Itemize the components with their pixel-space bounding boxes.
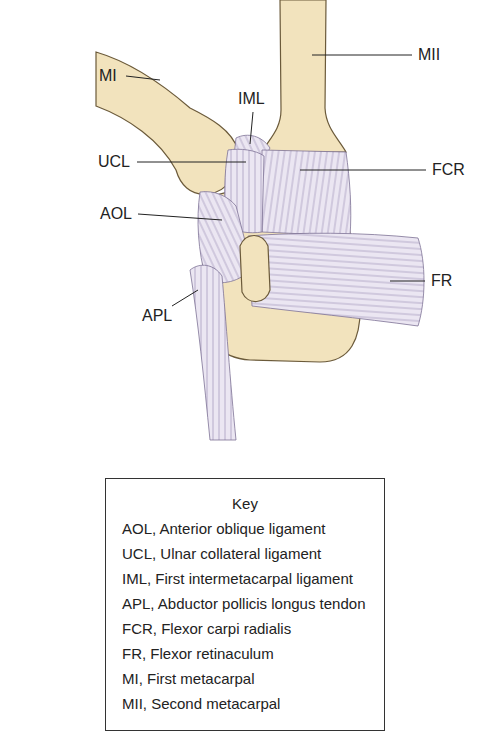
leader-line bbox=[126, 76, 160, 80]
key-entry: UCL, Ulnar collateral ligament bbox=[122, 541, 368, 566]
key-entry: FR, Flexor retinaculum bbox=[122, 641, 368, 666]
part-label: APL bbox=[142, 307, 172, 325]
flexor-retinaculum bbox=[248, 233, 424, 326]
part-label: FR bbox=[431, 272, 452, 290]
part-label: AOL bbox=[100, 205, 132, 223]
first-metacarpal bbox=[96, 52, 238, 194]
part-label: MII bbox=[418, 46, 440, 64]
leader-line bbox=[172, 290, 198, 306]
key-entry: IML, First intermetacarpal ligament bbox=[122, 566, 368, 591]
leader-line bbox=[300, 170, 426, 171]
trapezial-ridge bbox=[240, 236, 270, 302]
part-label: MI bbox=[99, 67, 117, 85]
key-box: KeyAOL, Anterior oblique ligamentUCL, Ul… bbox=[105, 478, 385, 731]
leader-line bbox=[312, 55, 412, 56]
apl-tendon bbox=[190, 265, 236, 440]
key-entry: MII, Second metacarpal bbox=[122, 691, 368, 716]
leader-line bbox=[137, 162, 246, 163]
part-label: IML bbox=[238, 90, 265, 108]
leader-line bbox=[390, 281, 425, 282]
part-label: UCL bbox=[98, 153, 130, 171]
leader-lines bbox=[126, 55, 426, 306]
second-metacarpal bbox=[262, 0, 346, 152]
fcr-tendon-insertion bbox=[262, 150, 351, 236]
key-entry: AOL, Anterior oblique ligament bbox=[122, 516, 368, 541]
leader-line bbox=[138, 214, 222, 220]
key-heading: Key bbox=[122, 491, 368, 516]
leader-line bbox=[250, 112, 253, 144]
key-entry: MI, First metacarpal bbox=[122, 666, 368, 691]
key-entry: APL, Abductor pollicis longus tendon bbox=[122, 591, 368, 616]
key-entry: FCR, Flexor carpi radialis bbox=[122, 616, 368, 641]
part-label: FCR bbox=[432, 161, 465, 179]
